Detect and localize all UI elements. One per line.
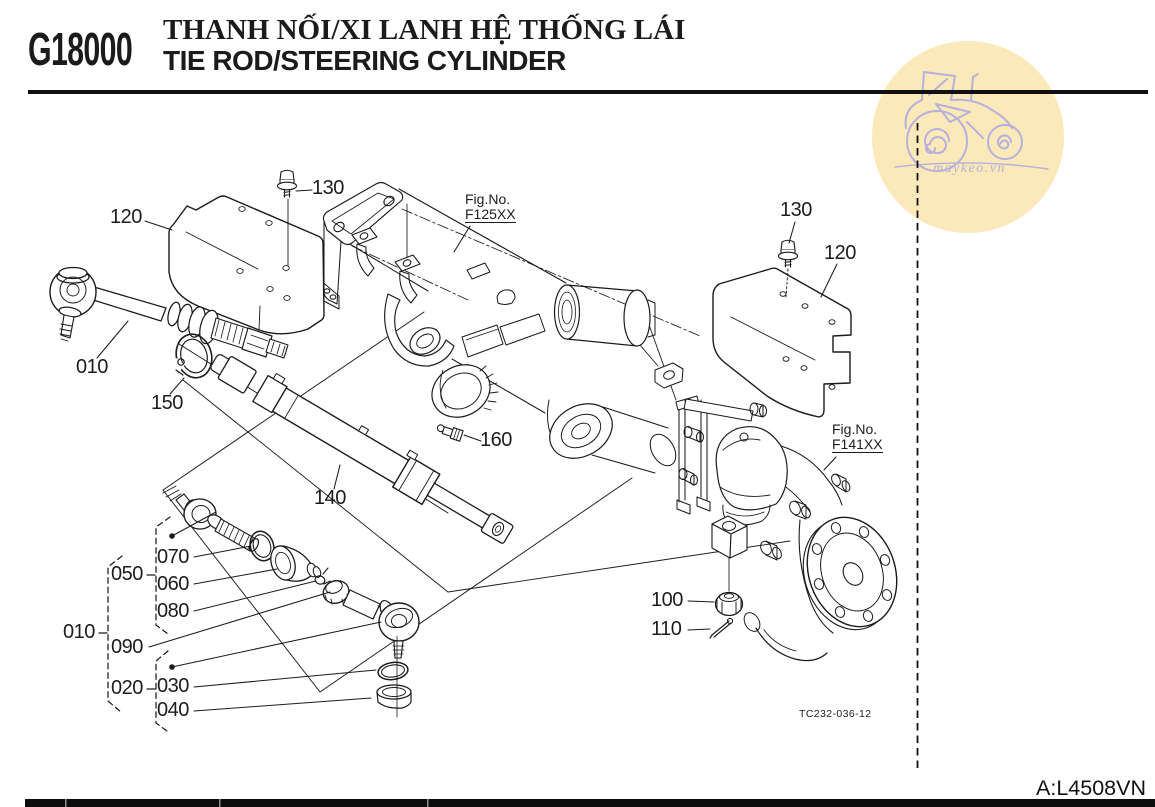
left-bolt-drawing (276, 169, 298, 267)
front-wheel-case-drawing (675, 395, 898, 662)
callout-grease-fitting: 160 (480, 429, 512, 451)
tie-rod-rh-exploded-drawing (162, 485, 420, 718)
leader-lines (96, 189, 838, 712)
callout-right-cover: 120 (824, 242, 856, 264)
catalog-ref: A:L4508VN (1036, 776, 1146, 800)
callout-tie-rod-assy-group: 010 (63, 621, 95, 643)
callout-castle-nut: 100 (651, 589, 683, 611)
tractor-icon (894, 71, 1049, 172)
watermark-text: maykeo.vn (933, 161, 1006, 176)
group-brackets (107, 516, 171, 732)
tie-rod-lh-drawing (49, 266, 289, 359)
callout-rod-end-group: 020 (111, 677, 143, 699)
fig-ref-label: Fig.No. (832, 421, 878, 437)
callout-left-bolt: 130 (312, 177, 344, 199)
front-axle-housing-drawing (319, 181, 701, 474)
callout-dust-boot: 060 (157, 573, 189, 595)
callout-boot-clip: 080 (157, 600, 189, 622)
fig-ref-code: F125XX (465, 206, 516, 223)
fig-ref-code: F141XX (832, 436, 883, 453)
grease-fitting-drawing (436, 424, 464, 442)
cotter-pin-drawing (709, 617, 734, 639)
callout-seal-seat: 040 (157, 699, 189, 721)
callout-tie-rod-lh: 010 (76, 356, 108, 378)
header-rule (28, 90, 1148, 94)
callout-right-bolt: 130 (780, 199, 812, 221)
callout-oring-end: 030 (157, 675, 189, 697)
fig-ref-front-axle: Fig.No. F125XX (465, 192, 516, 223)
left-cover-drawing (168, 195, 325, 335)
bracket-hyphens (98, 574, 156, 690)
fig-ref-front-wheel-case: Fig.No. F141XX (832, 422, 883, 453)
snap-ring-drawing (169, 333, 213, 379)
page-title-vietnamese: THANH NỐI/XI LANH HỆ THỐNG LÁI (163, 14, 686, 46)
bottom-border (25, 799, 1155, 807)
callout-steering-cylinder: 140 (314, 487, 346, 509)
callout-snap-ring: 150 (151, 392, 183, 414)
drawing-code: TC232-036-12 (799, 708, 872, 720)
steering-cylinder-drawing (210, 354, 514, 544)
watermark-logo (872, 41, 1064, 233)
castle-nut-drawing (714, 591, 744, 617)
callout-oring-inner: 070 (157, 546, 189, 568)
callout-left-cover: 120 (110, 206, 142, 228)
page-title-english: TIE ROD/STEERING CYLINDER (163, 45, 566, 76)
section-code: G18000 (28, 23, 133, 75)
right-cover-drawing (712, 267, 852, 418)
callout-lock-nut: 090 (111, 636, 143, 658)
fig-ref-label: Fig.No. (465, 191, 511, 207)
callout-cotter-pin: 110 (651, 618, 682, 640)
right-bolt-drawing (777, 239, 799, 268)
callout-inner-joint-group: 050 (111, 563, 143, 585)
